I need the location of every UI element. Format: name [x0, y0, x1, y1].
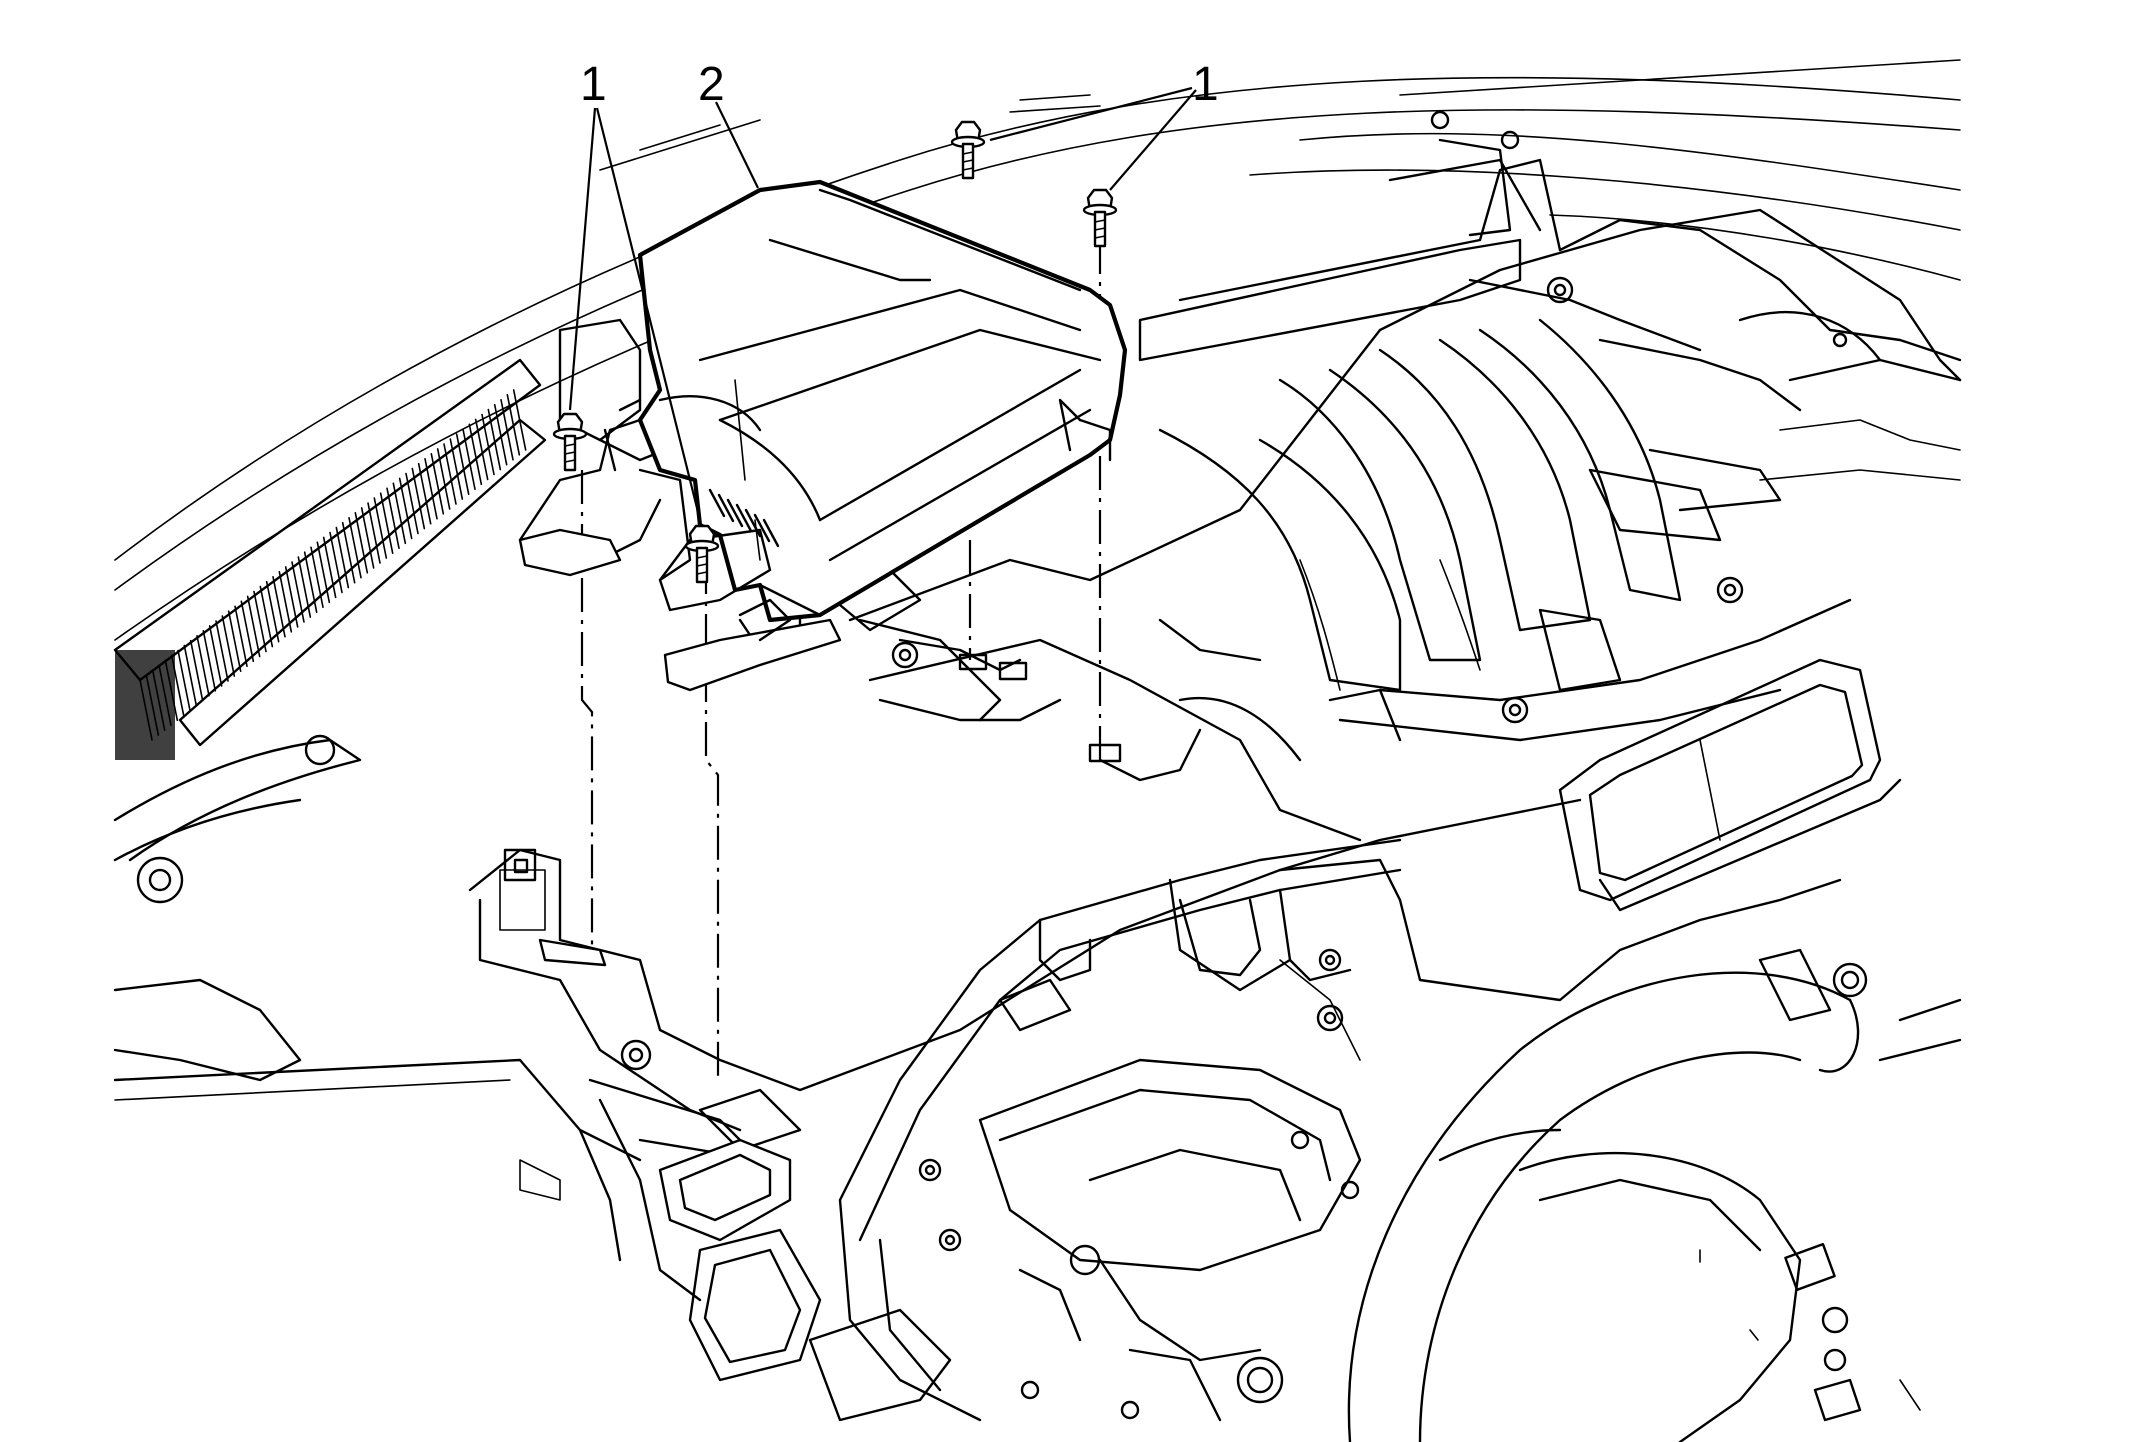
ip-center-frame [838, 838, 1402, 1422]
bolt-group-left [552, 412, 720, 584]
cowl-left-panel [113, 734, 642, 1162]
bolt-icon [1082, 188, 1118, 248]
bolt-icon [950, 120, 986, 180]
leader-lines [568, 86, 1197, 521]
windshield-lines [114, 59, 1961, 641]
bolt-icon [552, 412, 588, 472]
callout-1-left: 1 [580, 58, 607, 111]
callout-1-right: 1 [1192, 58, 1219, 111]
cowl-grille [113, 358, 547, 760]
hvac-duct-assembly [1138, 110, 1852, 762]
dash-upper-right [1558, 218, 1962, 542]
steering-column-area [978, 1058, 1362, 1422]
left-air-vent [658, 1138, 822, 1382]
fuse-block-module [518, 179, 1128, 692]
cross-car-beam [848, 208, 1962, 842]
callout-2: 2 [698, 58, 725, 111]
instrument-cluster-bezel [1558, 658, 1902, 912]
ip-lower-left-frame [519, 1098, 952, 1422]
steering-wheel [1347, 971, 1921, 1442]
bolt-icon [684, 524, 720, 584]
bolt-group-right [950, 120, 1118, 248]
instrument-panel [468, 798, 1582, 1162]
